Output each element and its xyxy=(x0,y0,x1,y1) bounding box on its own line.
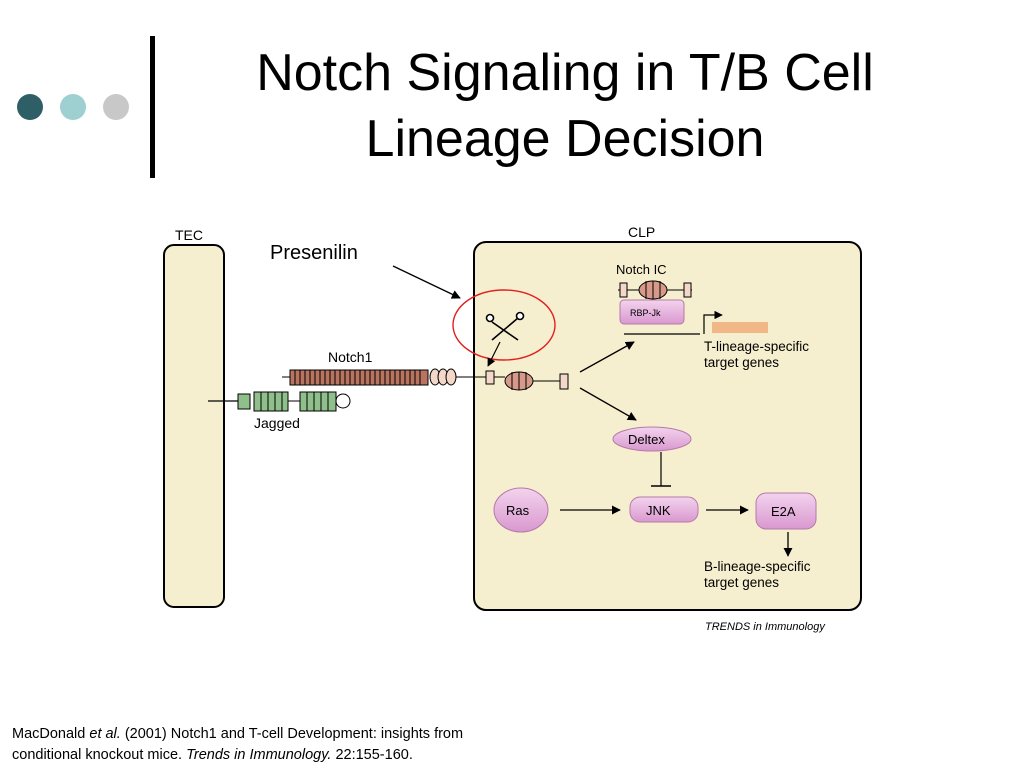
notch1-label: Notch1 xyxy=(328,349,373,365)
presenilin-pointer xyxy=(392,265,461,299)
ras-node xyxy=(493,487,549,533)
jnk-label: JNK xyxy=(646,503,671,518)
clp-cell xyxy=(473,241,862,611)
citation-line-2: conditional knockout mice. Trends in Imm… xyxy=(12,745,463,766)
b-target-line-2: target genes xyxy=(704,575,779,590)
notch-ic-complex xyxy=(618,280,692,325)
deltex-label: Deltex xyxy=(628,432,665,447)
e2a-node xyxy=(755,492,817,530)
transcription-start-arrow xyxy=(703,310,723,334)
notch-ic-label: Notch IC xyxy=(616,262,667,277)
citation-line-1: MacDonald et al. (2001) Notch1 and T-cel… xyxy=(12,724,463,745)
scissors-icon xyxy=(485,311,525,341)
slide-title: Notch Signaling in T/B Cell Lineage Deci… xyxy=(185,40,945,172)
clp-label: CLP xyxy=(628,224,655,240)
presenilin-label: Presenilin xyxy=(270,242,358,264)
deltex-node xyxy=(612,426,692,452)
e2a-label: E2A xyxy=(771,504,796,519)
citation-author: MacDonald xyxy=(12,726,90,742)
ras-label: Ras xyxy=(506,503,530,518)
presenilin-highlight-circle xyxy=(452,289,556,361)
rbpjk-label: RBP-Jk xyxy=(630,308,661,318)
decor-dot-1 xyxy=(17,94,43,120)
cleavage-arrow xyxy=(487,341,501,367)
jnk-node xyxy=(629,496,699,523)
notch1-receptor xyxy=(289,368,569,391)
citation-journal: Trends in Immunology. xyxy=(186,747,332,763)
citation: MacDonald et al. (2001) Notch1 and T-cel… xyxy=(12,724,463,766)
citation-title-end: conditional knockout mice. xyxy=(12,747,187,763)
decor-dot-3 xyxy=(103,94,129,120)
source-label: TRENDS in Immunology xyxy=(705,621,826,633)
b-target-line-1: B-lineage-specific xyxy=(704,559,811,574)
title-divider xyxy=(150,36,155,178)
notch-diagram: TEC CLP Jagged Notch1 xyxy=(163,224,862,633)
citation-etal: et al. xyxy=(89,726,121,742)
t-target-gene-bar xyxy=(712,322,768,333)
citation-rest: (2001) Notch1 and T-cell Development: in… xyxy=(120,726,464,742)
t-target-line-1: T-lineage-specific xyxy=(704,339,809,354)
title-line-1: Notch Signaling in T/B Cell xyxy=(256,44,874,102)
citation-volume: 22:155-160. xyxy=(331,747,413,763)
jagged-ligand xyxy=(237,391,351,412)
tec-label: TEC xyxy=(175,227,203,243)
jagged-label: Jagged xyxy=(254,415,300,431)
tec-cell xyxy=(163,244,225,608)
title-line-2: Lineage Decision xyxy=(365,110,765,168)
decor-dot-2 xyxy=(60,94,86,120)
t-target-line-2: target genes xyxy=(704,355,779,370)
